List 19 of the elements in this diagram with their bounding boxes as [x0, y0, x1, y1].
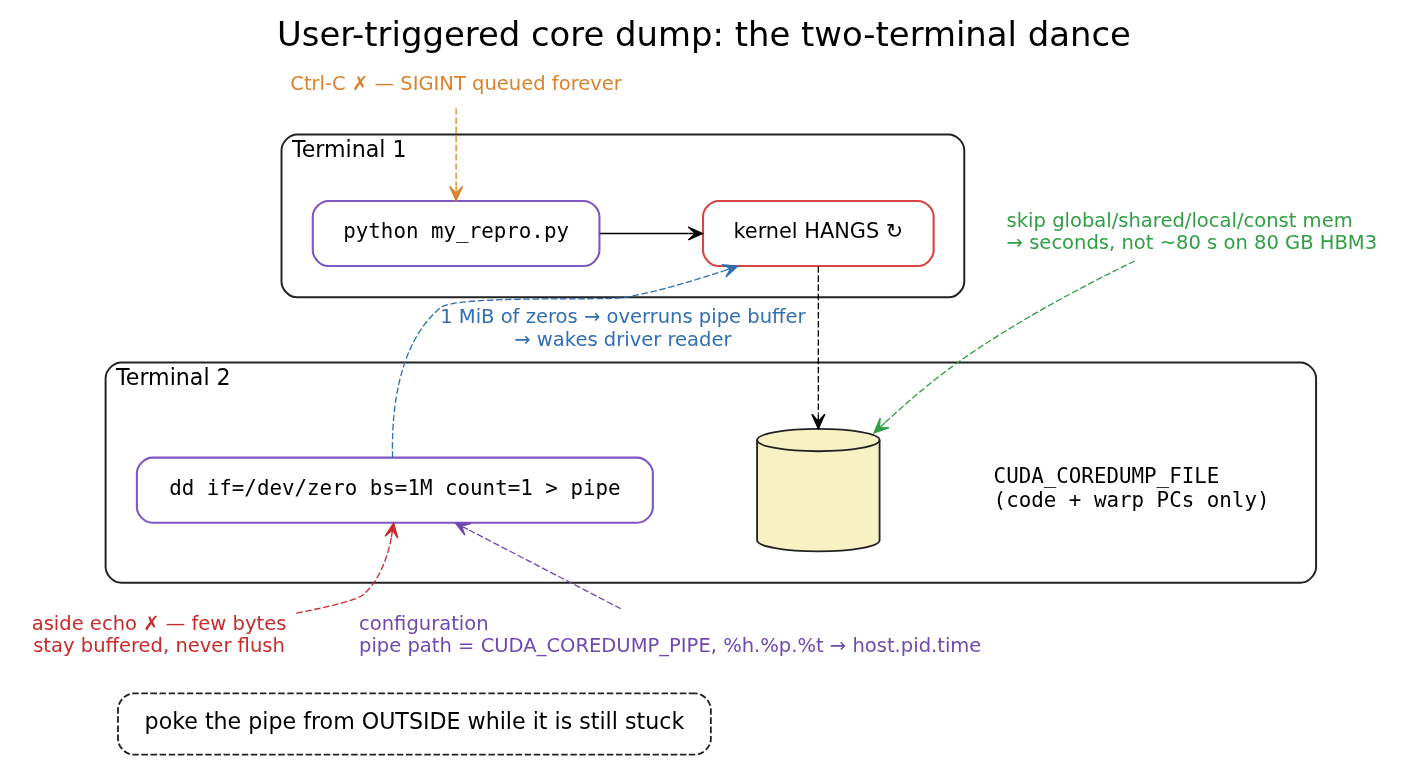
arrow — [391, 264, 739, 459]
arrow — [295, 522, 399, 614]
arrow — [454, 522, 622, 610]
node-text: skip global/shared/local/const mem → seconds, not ~80 s on 80 GB HBM3 — [1006, 208, 1378, 255]
node-text: aside echo ✗ — few bytes stay buffered, never flush — [31, 611, 287, 657]
node-text: Ctrl-C ✗ — SIGINT queued forever — [290, 71, 622, 95]
node-label: CUDA_COREDUMP_FILE — [993, 464, 1220, 489]
diagram-title: User-triggered core dump: the two-terminal dance — [277, 14, 1131, 54]
node-box: poke the pipe from OUTSIDE while it is still stuck — [117, 692, 712, 756]
arrow — [811, 265, 826, 430]
node-label: (code + warp PCs only) — [993, 487, 1270, 512]
edge-label: 1 MiB of zeros → overruns pipe buffer → wakes driver reader — [440, 305, 806, 351]
arrow — [599, 226, 704, 241]
arrow — [873, 260, 1136, 434]
node-box: kernel HANGS ↻ — [702, 199, 935, 268]
node-text: configuration pipe path = CUDA_COREDUMP_PIPE, %h.%p.%t → host.pid.time — [359, 611, 982, 657]
node-box: dd if=/dev/zero bs=1M count=1 > pipe — [135, 456, 654, 524]
node-box: python my_repro.py — [311, 199, 601, 268]
arrow — [449, 107, 464, 202]
